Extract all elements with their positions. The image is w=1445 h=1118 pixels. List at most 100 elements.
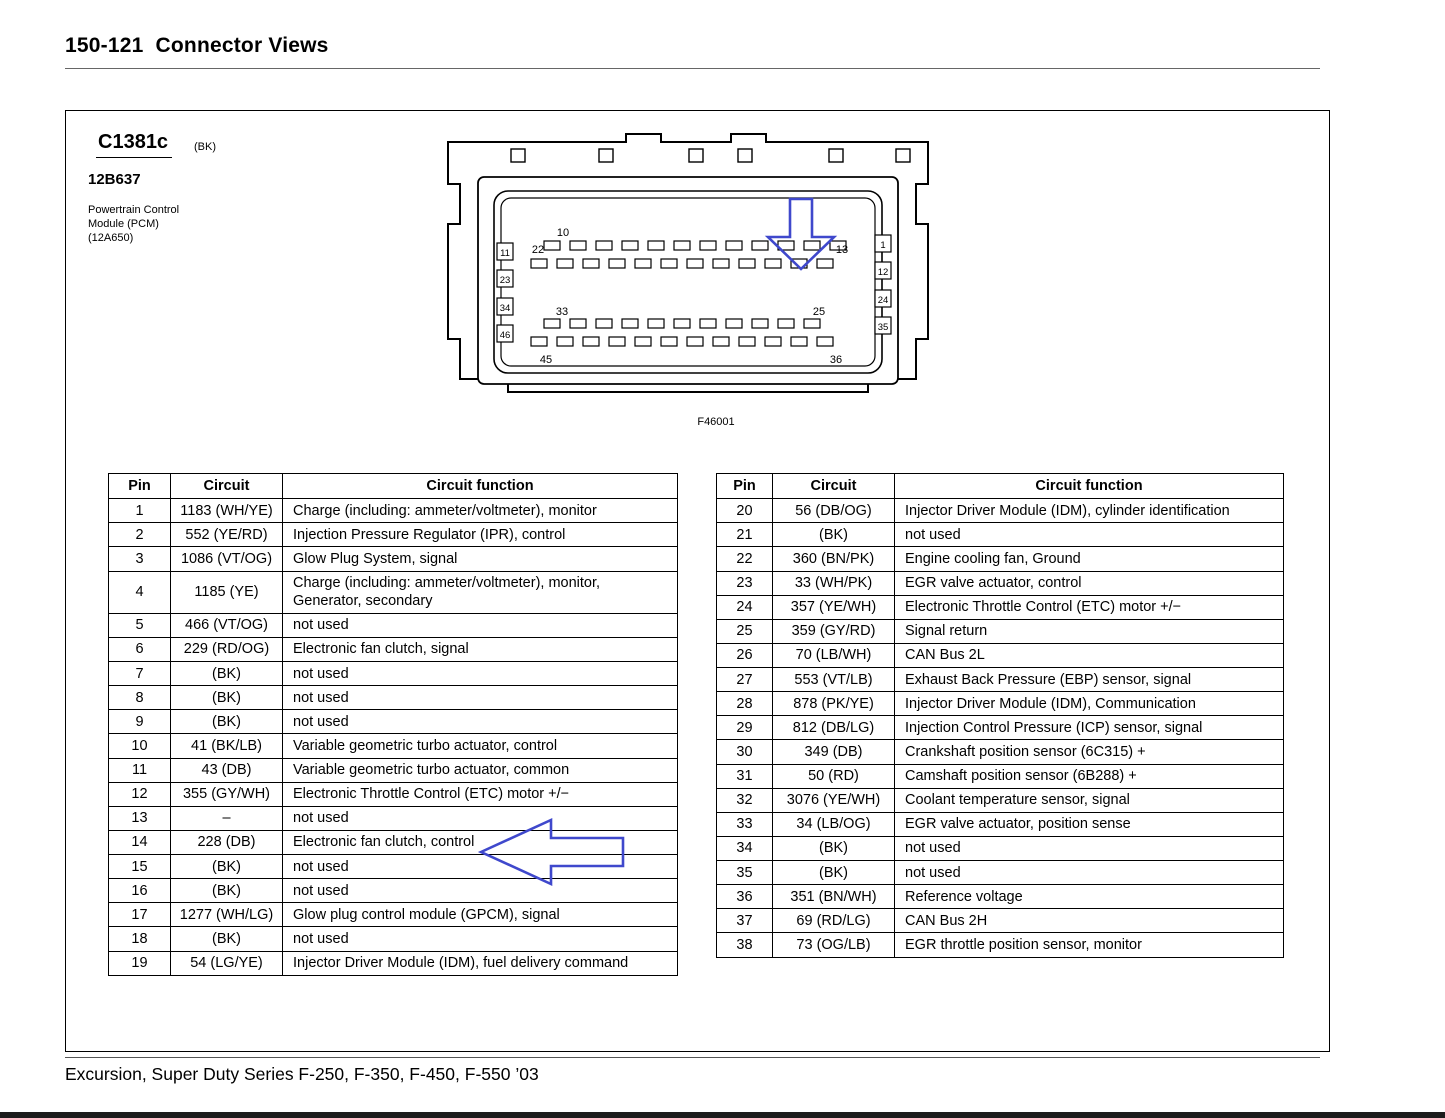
connector-id: C1381c — [96, 131, 173, 158]
pin-cell: 24 — [716, 594, 773, 620]
function-cell: not used — [282, 926, 678, 952]
pin-label-33: 33 — [556, 306, 568, 318]
function-cell: not used — [282, 709, 678, 735]
pin-cell: 20 — [716, 498, 773, 524]
connector-pin-labels: 10 22 13 33 25 45 36 — [532, 227, 848, 366]
pin-cell: 15 — [108, 853, 171, 880]
table-row: 8(BK)not used — [108, 685, 678, 711]
module-label-line2: Module (PCM) — [88, 218, 159, 230]
title-divider — [65, 68, 1320, 69]
function-cell: not used — [282, 853, 678, 880]
circuit-cell: 43 (DB) — [170, 757, 283, 783]
circuit-cell: 228 (DB) — [170, 829, 283, 856]
table-row: 7(BK)not used — [108, 660, 678, 687]
table-header-row: Pin Circuit Circuit function — [716, 472, 1284, 500]
pin-cell: 30 — [716, 739, 773, 765]
pin-cell: 10 — [108, 733, 171, 759]
function-cell: Variable geometric turbo actuator, contr… — [282, 733, 678, 759]
pin-label-13: 13 — [836, 244, 848, 256]
pin-cell: 25 — [716, 618, 773, 644]
function-cell: Signal return — [894, 618, 1284, 644]
pin-cell: 9 — [108, 709, 171, 735]
footer-divider — [65, 1057, 1320, 1058]
side-label-24: 24 — [878, 295, 889, 306]
circuit-cell: 56 (DB/OG) — [772, 498, 895, 524]
function-cell: Variable geometric turbo actuator, commo… — [282, 757, 678, 783]
circuit-cell: 34 (LB/OG) — [772, 811, 895, 837]
pin-cell: 12 — [108, 781, 171, 807]
pin-label-36: 36 — [830, 354, 842, 366]
function-cell: Crankshaft position sensor (6C315) + — [894, 739, 1284, 765]
circuit-cell: 1183 (WH/YE) — [170, 498, 283, 524]
pin-cell: 31 — [716, 763, 773, 789]
circuit-cell: 357 (YE/WH) — [772, 594, 895, 620]
function-cell: Coolant temperature sensor, signal — [894, 787, 1284, 813]
function-cell: Injector Driver Module (IDM), fuel deliv… — [282, 950, 678, 976]
function-cell: Engine cooling fan, Ground — [894, 546, 1284, 572]
function-cell: Charge (including: ammeter/voltmeter), m… — [282, 498, 678, 524]
pin-cell: 13 — [108, 805, 171, 831]
connector-side-box-labels: 11 23 34 46 1 12 24 35 — [500, 240, 889, 341]
page-bottom-edge — [0, 1112, 1445, 1118]
function-cell: CAN Bus 2L — [894, 642, 1284, 669]
circuit-cell: 466 (VT/OG) — [170, 612, 283, 638]
circuit-cell: (BK) — [772, 859, 895, 886]
pin-cell: 14 — [108, 829, 171, 856]
page-title: 150-121 Connector Views — [65, 34, 329, 57]
pin-cell: 16 — [108, 878, 171, 904]
circuit-cell: (BK) — [772, 835, 895, 862]
function-cell: not used — [282, 612, 678, 638]
pin-cell: 32 — [716, 787, 773, 813]
circuit-cell: 41 (BK/LB) — [170, 733, 283, 759]
circuit-cell: 3076 (YE/WH) — [772, 787, 895, 813]
function-cell: not used — [282, 660, 678, 687]
side-label-12: 12 — [878, 267, 889, 278]
function-cell: Injector Driver Module (IDM), Communicat… — [894, 691, 1284, 717]
function-cell: Glow plug control module (GPCM), signal — [282, 902, 678, 928]
pin-cell: 11 — [108, 757, 171, 783]
function-cell: Electronic fan clutch, control — [282, 829, 678, 856]
circuit-cell: 1277 (WH/LG) — [170, 902, 283, 928]
circuit-cell: 812 (DB/LG) — [772, 715, 895, 741]
side-label-11: 11 — [500, 248, 510, 259]
function-cell: Electronic Throttle Control (ETC) motor … — [282, 781, 678, 807]
pin-cell: 8 — [108, 685, 171, 711]
circuit-cell: 878 (PK/YE) — [772, 691, 895, 717]
circuit-cell: 351 (BN/WH) — [772, 884, 895, 910]
pin-label-22: 22 — [532, 244, 544, 256]
side-label-34: 34 — [500, 303, 511, 314]
circuit-cell: (BK) — [170, 709, 283, 735]
function-cell: not used — [282, 878, 678, 904]
col-header-circuit: Circuit — [170, 472, 283, 500]
pin-cell: 7 — [108, 660, 171, 687]
pin-cell: 6 — [108, 636, 171, 663]
pin-cell: 1 — [108, 498, 171, 524]
circuit-cell: 73 (OG/LB) — [772, 932, 895, 958]
function-cell: EGR throttle position sensor, monitor — [894, 932, 1284, 958]
connector-part-number: 12B637 — [88, 171, 141, 188]
side-label-35: 35 — [878, 322, 889, 333]
side-label-1: 1 — [880, 240, 885, 251]
pin-cell: 4 — [108, 570, 171, 614]
function-cell: Electronic fan clutch, signal — [282, 636, 678, 663]
function-cell: CAN Bus 2H — [894, 908, 1284, 934]
pin-cell: 21 — [716, 522, 773, 548]
pin-cell: 33 — [716, 811, 773, 837]
table-row: 18(BK)not used — [108, 926, 678, 952]
function-cell: Glow Plug System, signal — [282, 546, 678, 572]
circuit-cell: 355 (GY/WH) — [170, 781, 283, 807]
circuit-cell: 360 (BN/PK) — [772, 546, 895, 572]
